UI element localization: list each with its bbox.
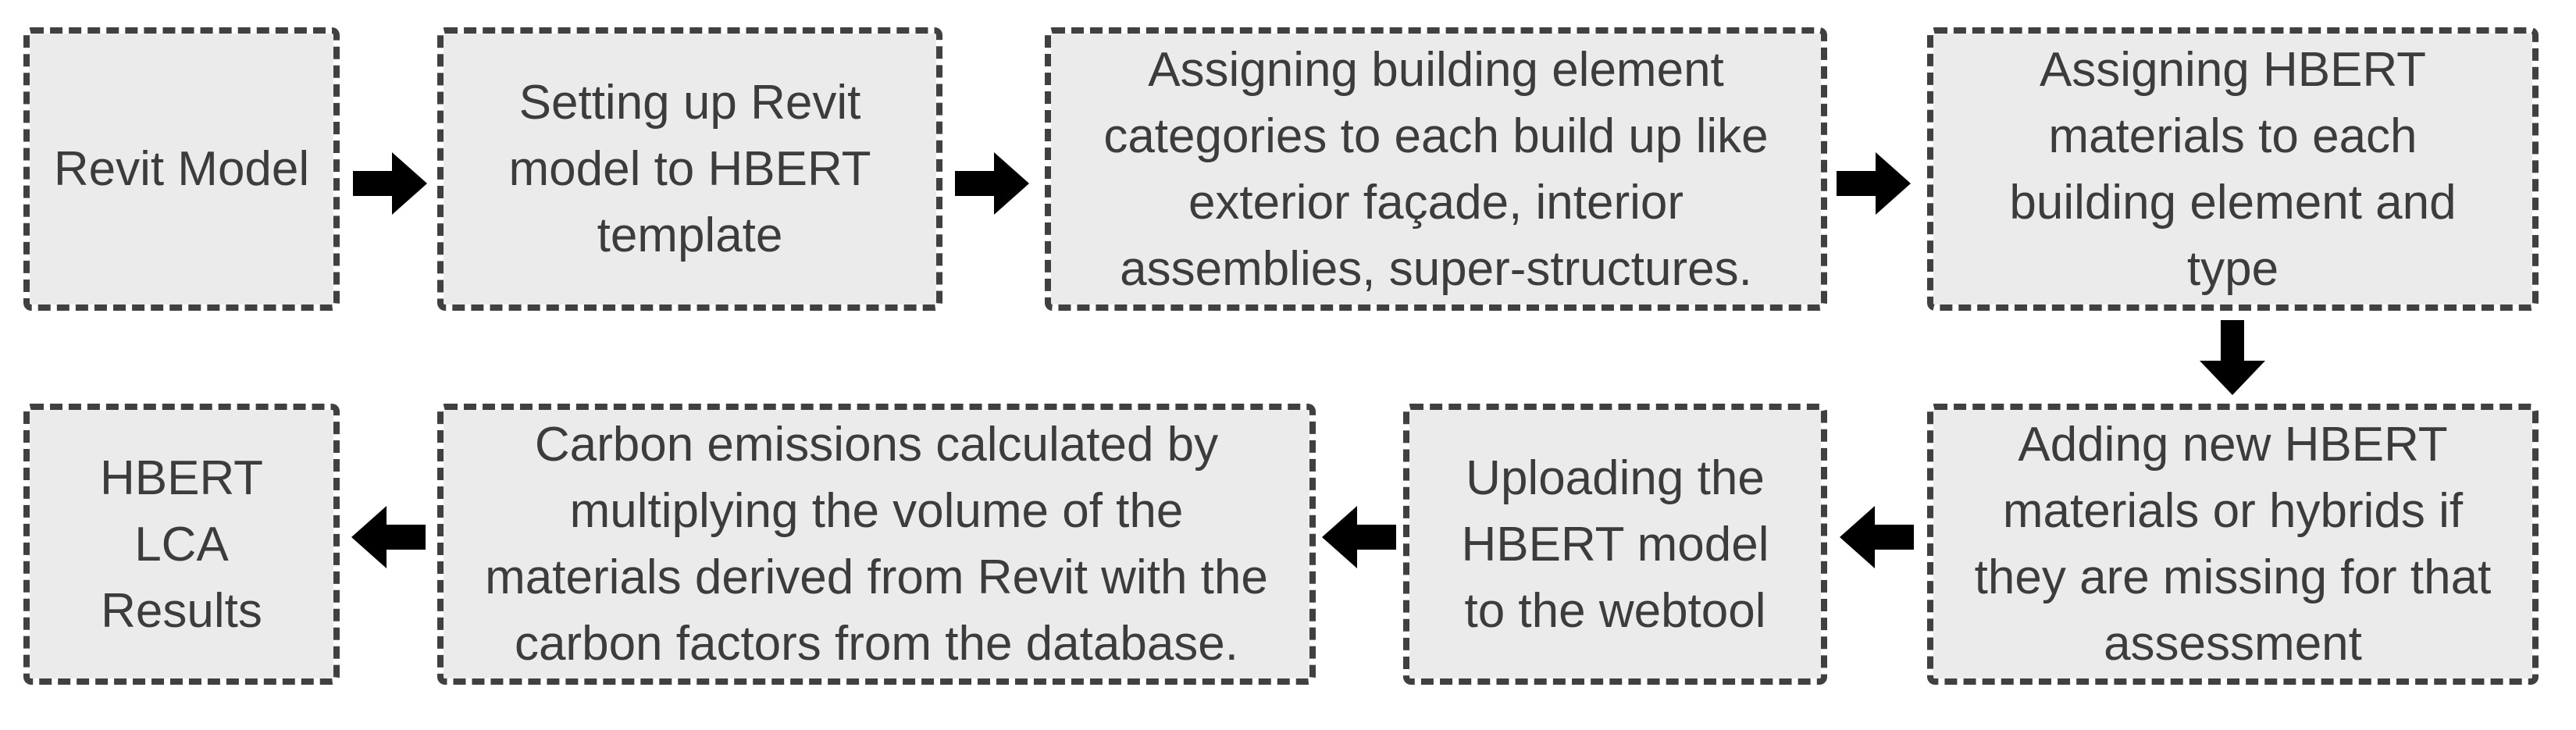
flow-step-label: Adding new HBERT materials or hybrids if… bbox=[1974, 418, 2492, 671]
flow-arrow-right-icon bbox=[1837, 152, 1911, 215]
flow-step-label: Carbon emissions calculated by multiplyi… bbox=[485, 418, 1268, 671]
flow-step-assigning-categories: Assigning building element categories to… bbox=[1045, 27, 1827, 311]
flow-step-label: Uploading the HBERT model to the webtool bbox=[1461, 450, 1769, 638]
flow-step-hbert-lca-results: HBERT LCA Results bbox=[23, 404, 340, 685]
flow-arrow-left-icon bbox=[1322, 506, 1396, 568]
flow-step-label: Setting up Revit model to HBERT template bbox=[508, 76, 871, 262]
flow-arrow-right-icon bbox=[955, 152, 1029, 215]
flow-step-label: HBERT LCA Results bbox=[99, 450, 263, 638]
flow-step-revit-model: Revit Model bbox=[23, 27, 340, 311]
flow-step-label: Revit Model bbox=[53, 142, 310, 196]
flow-arrow-down-icon bbox=[2200, 320, 2265, 395]
flow-step-assigning-materials: Assigning HBERT materials to each buildi… bbox=[1927, 27, 2539, 311]
flow-step-label: Assigning HBERT materials to each buildi… bbox=[2009, 42, 2457, 296]
flow-arrow-right-icon bbox=[353, 152, 427, 215]
flow-step-carbon-emissions: Carbon emissions calculated by multiplyi… bbox=[437, 404, 1316, 685]
flow-step-uploading-model: Uploading the HBERT model to the webtool bbox=[1403, 404, 1827, 685]
flow-arrow-left-icon bbox=[1840, 506, 1914, 568]
flow-step-label: Assigning building element categories to… bbox=[1103, 42, 1769, 296]
flow-step-adding-new-materials: Adding new HBERT materials or hybrids if… bbox=[1927, 404, 2539, 685]
flow-arrow-left-icon bbox=[351, 506, 426, 568]
flow-step-setting-up-revit: Setting up Revit model to HBERT template bbox=[437, 27, 942, 311]
